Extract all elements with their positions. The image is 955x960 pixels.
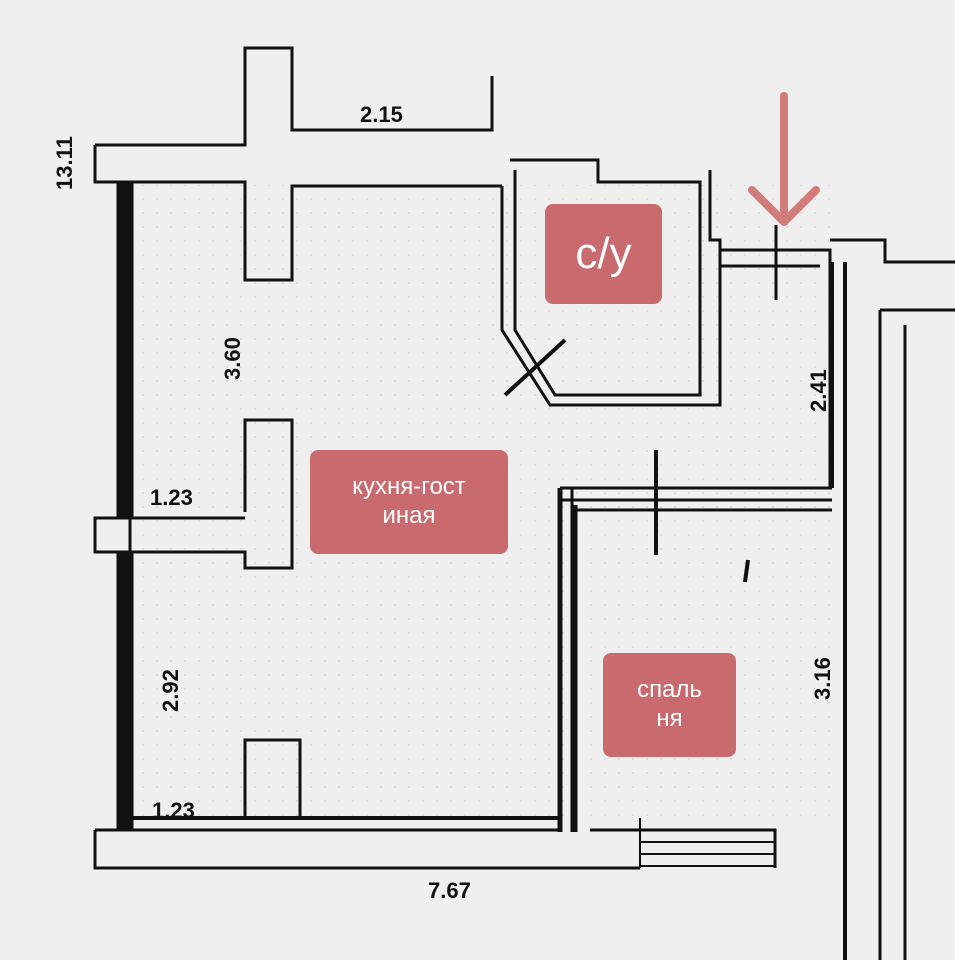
bedroom-wall-thick (557, 488, 578, 832)
window-pier-lower (243, 738, 302, 820)
room-label-kitchen-living-text: кухня-гост иная (352, 473, 466, 529)
bathroom-walls (500, 158, 722, 407)
dim-corridor: 2.41 (806, 369, 831, 412)
room-label-bedroom-text: спаль ня (637, 676, 702, 732)
dim-window-pier-lower: 1.23 (152, 798, 195, 823)
corridor-wall-thick (830, 262, 847, 960)
room-label-bedroom: спаль ня (603, 653, 736, 757)
dim-overall-height: 13.11 (52, 136, 77, 190)
wall-top-left (95, 46, 494, 147)
wall-right-outer (878, 308, 955, 960)
steps (639, 818, 775, 868)
wall-left-outer-lower (116, 550, 134, 832)
arrow-down-icon (748, 92, 820, 226)
dim-top-wall: 2.15 (360, 102, 403, 127)
bedroom-walls (558, 486, 832, 832)
room-label-bathroom-text: с/у (575, 228, 632, 278)
dim-window-pier-upper: 1.23 (150, 485, 193, 510)
dim-bedroom: 3.16 (810, 657, 835, 700)
room-label-kitchen-living: кухня-гост иная (310, 450, 508, 554)
bedroom-mark (743, 559, 750, 583)
dim-kitchen-upper: 3.60 (220, 337, 245, 380)
dim-overall-width: 7.67 (428, 878, 471, 903)
window-stub (93, 516, 132, 554)
room-label-bathroom: с/у (545, 204, 662, 304)
bathroom-door-line (503, 338, 567, 397)
dim-kitchen-lower: 2.92 (158, 669, 183, 712)
wall-left-outer (116, 180, 134, 520)
